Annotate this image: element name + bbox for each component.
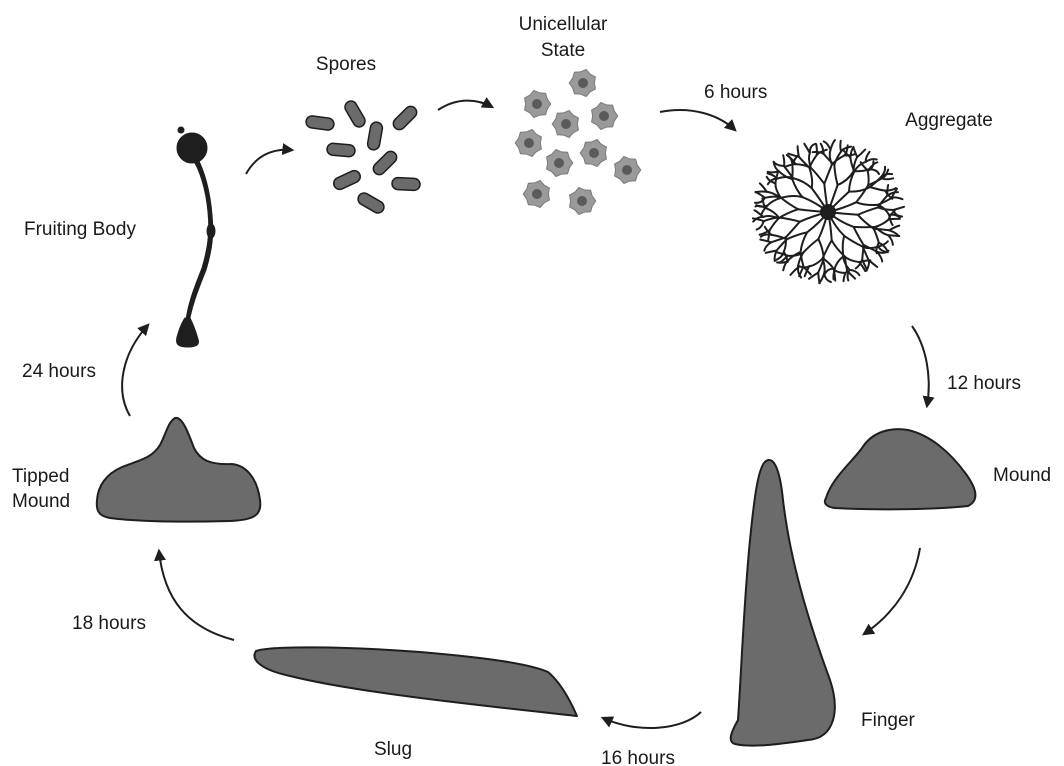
label-finger: Finger <box>861 710 916 731</box>
arrow-tipped-mound-to-fruiting <box>122 325 148 416</box>
time-16-hours: 16 hours <box>601 748 675 766</box>
arrow-finger-to-slug <box>603 712 701 728</box>
amoeba-cell <box>523 181 549 208</box>
time-24-hours: 24 hours <box>22 361 96 382</box>
spores-illustration <box>305 99 420 215</box>
amoeba-cell <box>547 150 573 177</box>
label-spores: Spores <box>316 54 376 75</box>
label-tipped-line1: Tipped <box>12 466 69 487</box>
label-fruiting-body: Fruiting Body <box>24 219 136 240</box>
aggregate-center <box>820 204 836 220</box>
tipped-mound-shape <box>97 418 261 522</box>
arrow-mound-to-finger <box>864 548 920 634</box>
amoeba-cell <box>615 157 641 184</box>
label-slug: Slug <box>374 739 412 760</box>
arrow-aggregate-to-mound <box>912 326 929 406</box>
label-aggregate: Aggregate <box>905 110 993 131</box>
amoeba-cell <box>569 70 595 97</box>
unicellular-cells <box>515 70 641 215</box>
label-mound: Mound <box>993 465 1051 486</box>
mound-shape <box>825 429 976 509</box>
fruiting-body-illustration <box>176 127 215 347</box>
slug-shape <box>254 647 577 716</box>
label-unicellular-line2: State <box>541 40 585 61</box>
time-18-hours: 18 hours <box>72 613 146 634</box>
amoeba-cell <box>570 188 596 215</box>
finger-shape <box>731 460 835 746</box>
time-6-hours: 6 hours <box>704 82 767 103</box>
amoeba-cell <box>580 140 606 167</box>
amoeba-cell <box>592 103 618 130</box>
amoeba-cell <box>525 91 551 118</box>
label-unicellular-line1: Unicellular <box>519 14 608 35</box>
amoeba-cell <box>552 111 578 138</box>
label-tipped-line2: Mound <box>12 491 70 512</box>
amoeba-cell <box>515 130 541 157</box>
aggregate-illustration <box>753 140 904 283</box>
arrow-fruiting-to-spores <box>246 150 292 174</box>
arrow-spores-to-unicellular <box>438 101 492 110</box>
arrow-slug-to-tipped-mound <box>159 551 234 640</box>
arrow-unicellular-to-aggregate <box>660 110 735 130</box>
time-12-hours: 12 hours <box>947 373 1021 394</box>
